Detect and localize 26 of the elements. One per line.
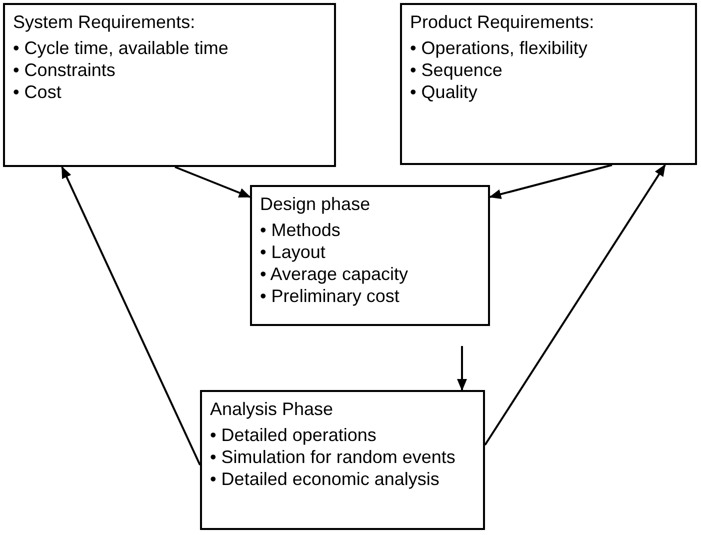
bullet-item: • Quality xyxy=(410,81,478,103)
bullet-item: • Sequence xyxy=(410,59,504,81)
box-heading: Analysis Phase xyxy=(210,398,334,420)
process-box xyxy=(200,390,485,530)
box-heading: System Requirements: xyxy=(13,11,196,33)
bullet-item: • Detailed operations xyxy=(210,424,378,446)
bullet-item: • Constraints xyxy=(13,59,116,81)
process-box xyxy=(3,3,336,167)
bullet-item: • Layout xyxy=(260,241,326,263)
process-box xyxy=(250,185,490,326)
process-box xyxy=(400,3,697,165)
arrow xyxy=(61,166,201,466)
bullet-item: • Methods xyxy=(260,219,342,241)
box-heading: Product Requirements: xyxy=(410,11,596,33)
bullet-item: • Operations, flexibility xyxy=(410,37,588,59)
arrow xyxy=(489,164,612,200)
bullet-item: • Cost xyxy=(13,81,62,103)
box-heading: Design phase xyxy=(260,193,372,215)
bullet-item: • Detailed economic analysis xyxy=(210,468,440,490)
bullet-item: • Average capacity xyxy=(260,263,410,285)
bullet-item: • Preliminary cost xyxy=(260,285,400,307)
arrow xyxy=(174,166,251,198)
arrow xyxy=(457,346,467,391)
bullet-item: • Simulation for random events xyxy=(210,446,456,468)
bullet-item: • Cycle time, available time xyxy=(13,37,230,59)
arrow xyxy=(484,164,666,446)
